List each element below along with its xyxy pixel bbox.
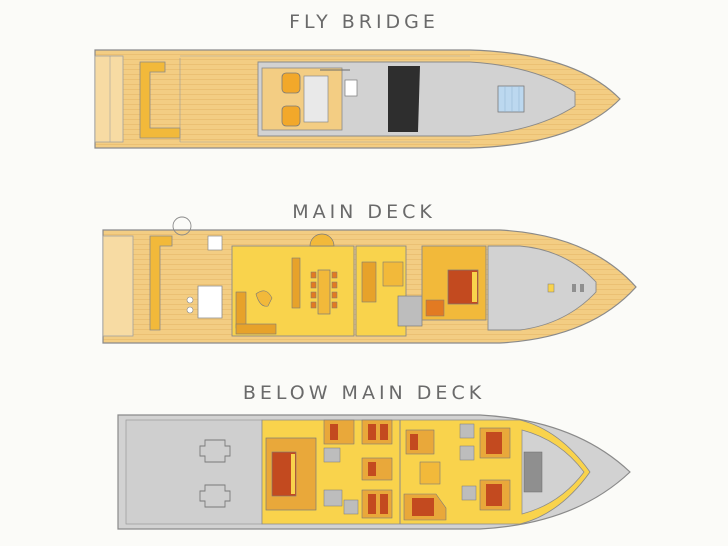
twin-cabin-3 — [361, 457, 393, 481]
skylight — [497, 85, 525, 113]
crew-mess — [419, 461, 441, 485]
swim-platform — [102, 235, 134, 337]
cockpit-settee — [149, 235, 173, 331]
spiral-stair — [309, 233, 335, 247]
helm-seat-1 — [281, 72, 301, 94]
head-3 — [343, 499, 359, 515]
crew-head-1 — [459, 423, 475, 439]
main-deck-title: MAIN DECK — [292, 201, 436, 223]
engine-port — [199, 439, 231, 463]
salon-sofa — [235, 291, 247, 329]
below-main-deck-title: BELOW MAIN DECK — [242, 382, 486, 404]
tender-davit — [172, 216, 192, 236]
aft-settee — [139, 61, 181, 139]
dining-table — [317, 269, 331, 315]
main-deck-plan — [102, 216, 637, 344]
foredeck — [487, 245, 597, 331]
fly-bridge-plan — [94, 49, 621, 149]
engine-starboard — [199, 484, 231, 508]
crew-head-3 — [461, 485, 477, 501]
crew-head-2 — [459, 445, 475, 461]
main-deck-head — [397, 295, 423, 327]
galley-stair — [382, 261, 404, 287]
windscreen-dark — [388, 66, 420, 132]
anchor-winch — [547, 283, 555, 293]
head-2 — [323, 489, 343, 507]
twin-cabin-1 — [323, 419, 355, 445]
helm-station — [261, 67, 343, 131]
below-deck-plan — [117, 414, 631, 530]
engine-room — [125, 419, 263, 525]
cockpit-hatch — [207, 235, 223, 251]
head-1 — [323, 447, 341, 463]
galley-counter — [361, 261, 377, 303]
salon-chair — [255, 290, 273, 307]
fly-bridge-title: FLY BRIDGE — [289, 11, 439, 33]
forepeak — [521, 429, 585, 515]
cockpit-table — [197, 285, 223, 319]
helm-seat-2 — [281, 105, 301, 127]
forepeak-locker — [523, 451, 543, 493]
sideboard — [291, 257, 301, 309]
fly-bridge-transom — [94, 55, 124, 143]
